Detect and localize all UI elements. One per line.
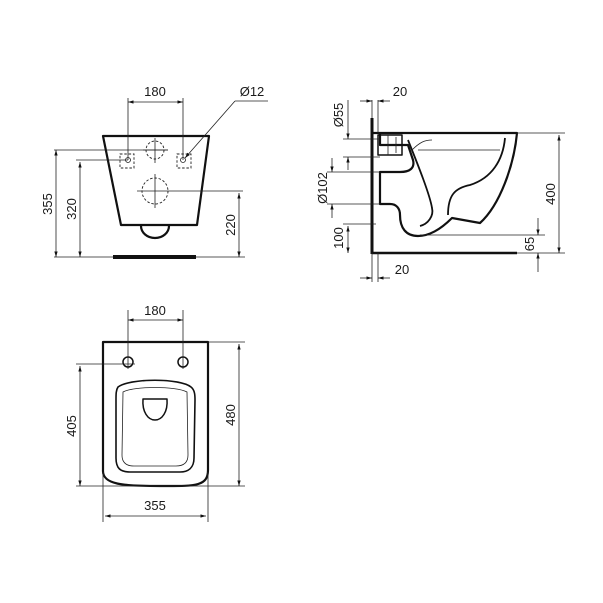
dim-top-fixing-spacing: 180 xyxy=(144,303,166,318)
front-view: 180 Ø12 355 320 220 xyxy=(40,84,268,259)
dim-top-480: 480 xyxy=(223,404,238,426)
dim-front-fixing-spacing: 180 xyxy=(144,84,166,99)
dim-front-320: 320 xyxy=(64,198,79,220)
left-fixing-box xyxy=(119,153,135,169)
front-view-body-outline xyxy=(101,134,211,227)
dim-bowl-clearance: 65 xyxy=(522,237,537,251)
top-view: 180 405 480 355 xyxy=(64,303,245,522)
dim-bowl-height: 400 xyxy=(543,183,558,205)
dim-outlet-height: 100 xyxy=(331,227,346,249)
dim-inlet-diameter: Ø55 xyxy=(331,103,346,128)
front-view-lip xyxy=(139,225,171,240)
right-fixing-box xyxy=(176,153,192,169)
seat-cutout xyxy=(142,398,168,421)
dim-top-width: 355 xyxy=(144,498,166,513)
side-view: 20 Ø55 Ø102 100 400 65 20 xyxy=(315,84,565,282)
dim-side-wall-offset-top: 20 xyxy=(393,84,407,99)
dim-front-355: 355 xyxy=(40,193,55,215)
side-view-bowl-outline xyxy=(372,131,519,238)
dim-front-220: 220 xyxy=(223,214,238,236)
dim-outlet-diameter: Ø102 xyxy=(315,172,330,204)
top-view-seat xyxy=(115,379,196,473)
dim-top-405: 405 xyxy=(64,415,79,437)
dim-side-wall-offset-bottom: 20 xyxy=(395,262,409,277)
dim-fixing-hole-diameter: Ø12 xyxy=(240,84,265,99)
